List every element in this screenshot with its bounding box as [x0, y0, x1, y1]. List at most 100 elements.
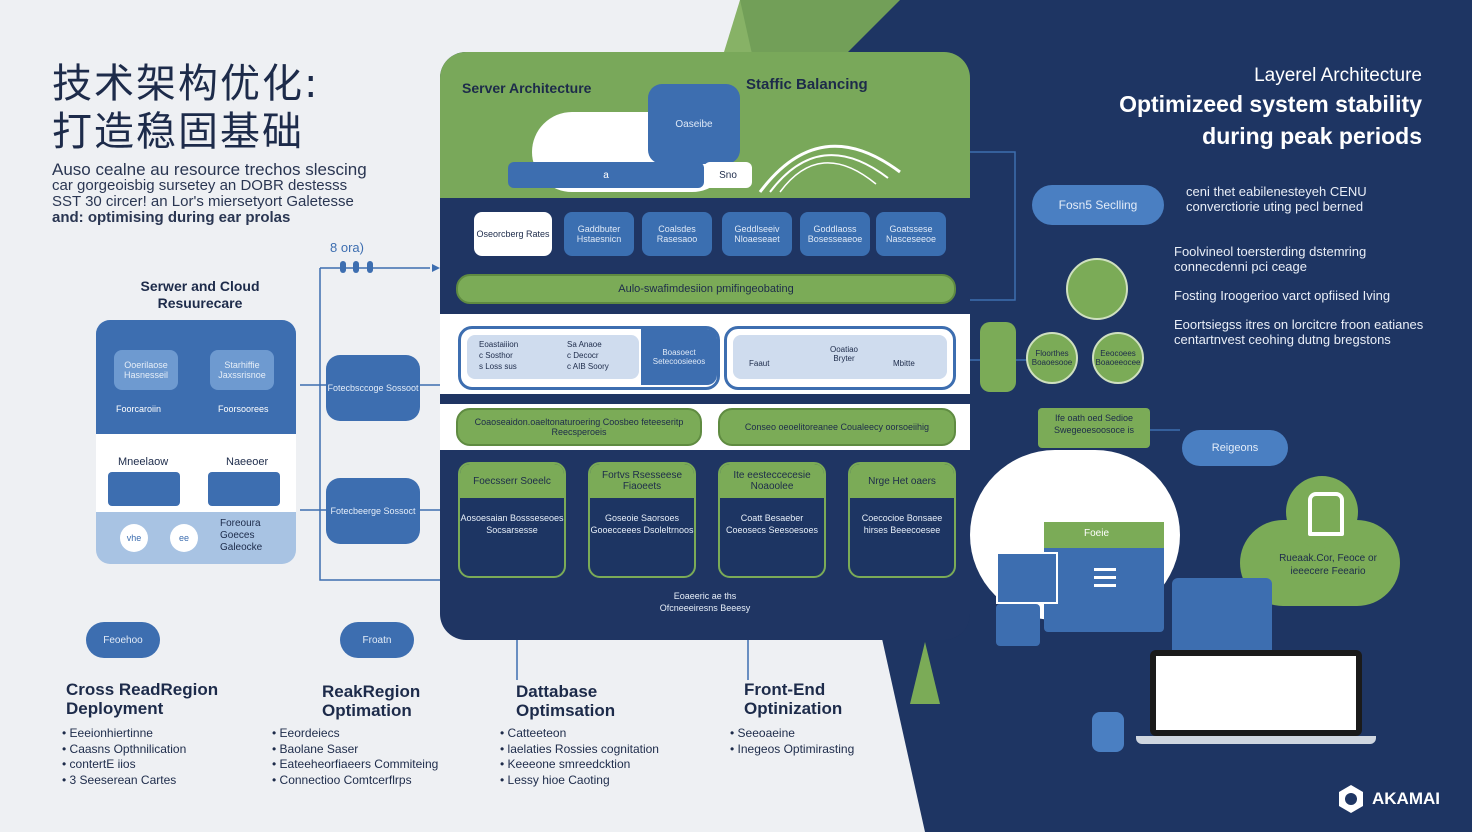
right-heading-line-1: Layerel Architecture — [1254, 65, 1422, 86]
server-rack-icon — [208, 472, 280, 506]
column-1-heading: Cross ReadRegion Deployment — [66, 680, 219, 718]
column-2-list: Eeordeiecs Baolane Saser Eateeheorfiaeer… — [272, 726, 482, 788]
list-item: Baolane Saser — [272, 742, 482, 758]
side-text: Foreoura Goeces Galeocke — [220, 518, 263, 553]
subtitle-line-2: car gorgeoisbig sursetey an DOBR destess… — [52, 177, 348, 194]
database-1: Foecsserr Soeelc Aosoesaian Bossseseoes … — [458, 462, 566, 578]
brand-name: AKAMAI — [1372, 789, 1440, 808]
module-1[interactable]: Oseorcberg Rates — [474, 212, 552, 256]
right-bullets: Foolvineol toersterding dstemring connec… — [1174, 244, 1434, 347]
region-button[interactable]: Reigeons — [1182, 430, 1288, 466]
cloud-label: Oaseibe — [648, 84, 740, 164]
green-pill-2: Conseo oeoelitoreanee Coualeecy oorsoeii… — [718, 408, 956, 446]
server-rack-icon — [108, 472, 180, 506]
bar-right: Sno — [704, 162, 752, 188]
database-icon — [1092, 712, 1124, 752]
module-2[interactable]: Gaddbuter Hstaesnicn — [564, 212, 634, 256]
green-pill-1: Coaoseaidon.oaeltonaturoering Coosbeo fe… — [456, 408, 702, 446]
bottom-text-1: Eoaeeric ae ths — [673, 591, 737, 601]
server-panel-icon — [996, 552, 1058, 604]
box-1-left: Eoastaiiion c Sosthor s Loss sus — [479, 339, 518, 372]
list-item: 3 Seeserean Cartes — [62, 773, 262, 789]
right-description: ceni thet eabilenesteyeh CENU converctio… — [1186, 184, 1367, 214]
database-3-body: Coatt Besaeber Coeosecs Seesoesoes — [725, 513, 819, 535]
subtitle-line-1: Auso cealne au resource trechos slescing — [52, 160, 367, 179]
list-item: Fosting Iroogerioo varct opfiised Iving — [1174, 288, 1391, 303]
list-item: Eateeheorfiaeers Commiteing — [272, 757, 482, 773]
box-label: Ife oath oed Sedioe Swegeoesoosoce is — [1038, 408, 1150, 448]
column-4-heading: Front-End Optinization — [744, 680, 843, 718]
column-2-heading: ReakRegion Optimation — [322, 682, 421, 720]
right-heading-line-2: Optimizeed system stability — [1119, 91, 1422, 117]
device-icon — [996, 604, 1040, 646]
box-1-right: Sa Anaoe c Decocr c AIB Soory — [567, 339, 609, 372]
app-window: Foeie — [1044, 522, 1164, 632]
database-1-head: Foecsserr Soeelc — [460, 464, 564, 498]
inner-box-1: Ooerilaose Hasnesseil — [114, 350, 178, 390]
database-4-body: Coecocioe Bonsaee hirses Beeecoesee — [861, 513, 943, 535]
cone-icon — [910, 642, 940, 704]
cloud-1: Feoehoo — [86, 622, 160, 658]
lock-label: Rueaak.Cor, Feoce or ieeecere Feeario — [1279, 553, 1377, 577]
module-4[interactable]: Geddlseeiv Nloaeseaet — [722, 212, 792, 256]
database-2-body: Goseoie Saorsoes Gooecceees Dsoleltrnoos — [590, 513, 694, 535]
module-3[interactable]: Coalsdes Rasesaoo — [642, 212, 712, 256]
inner-box-2: Starhiffie Jaxssrisnoe — [210, 350, 274, 390]
left-diagram-heading: Serwer and Cloud Resuurecare — [140, 278, 260, 311]
database-4: Nrge Het oaers Coecocioe Bonsaee hirses … — [848, 462, 956, 578]
box-1: Eoastaiiion c Sosthor s Loss sus Sa Anao… — [458, 326, 720, 390]
subtitle-line-3: SST 30 circer! an Lor's miersetyort Gale… — [52, 193, 354, 210]
page-title: 技术架构优化: 打造稳固基础 — [52, 60, 319, 156]
list-item: Inegeos Optimirasting — [730, 742, 910, 758]
box-2-mid: Ooatiao Bryter — [829, 345, 859, 363]
window-tab[interactable]: Foeie — [1084, 528, 1110, 539]
monitor-icon — [1172, 578, 1272, 658]
panel-header-right: Staffic Balancing — [746, 76, 868, 93]
column-3-list: Catteeteon laelaties Rossies cognitation… — [500, 726, 710, 788]
architecture-panel: Server Architecture Staffic Balancing Oa… — [440, 52, 970, 640]
side-box-2[interactable]: Fotecbeerge Sossoct — [326, 478, 420, 544]
box-1-side: Boasoect Setecoosieeos — [641, 329, 717, 385]
circle-1: vhe — [120, 524, 148, 552]
database-3-head: Ite eesteccecesie Noaoolee — [720, 464, 824, 498]
brand-logo: AKAMAI — [1338, 784, 1440, 814]
bar-left: a — [508, 162, 704, 188]
list-item: Keeeone smreedcktion — [500, 757, 710, 773]
traffic-arc-icon — [758, 144, 901, 193]
database-4-head: Nrge Het oaers — [850, 464, 954, 498]
akamai-icon — [1339, 785, 1363, 813]
cloud-2: Froatn — [340, 622, 414, 658]
right-heading-line-3: during peak periods — [1202, 123, 1422, 149]
list-item: contertE iios — [62, 757, 262, 773]
database-2: Fortvs Rsesseese Fiaoeets Goseoie Saorso… — [588, 462, 696, 578]
list-item: Foolvineol toersterding dstemring connec… — [1174, 244, 1367, 274]
mid-label-2: Naeeoer — [226, 456, 269, 468]
box-1-line: c Decocr — [567, 351, 599, 360]
laptop-base — [1136, 736, 1376, 744]
column-4-list: Seeoaeine Inegeos Optimirasting — [730, 726, 910, 757]
node-2: Eeocoees Boaoeeocee — [1092, 332, 1144, 384]
database-2-head: Fortvs Rsesseese Fiaoeets — [590, 464, 694, 498]
module-6[interactable]: Goatssese Nasceseeoe — [876, 212, 946, 256]
list-item: laelaties Rossies cognitation — [500, 742, 710, 758]
box-1-line: c Sosthor — [479, 351, 513, 360]
box-1-line: Eoastaiiion — [479, 340, 519, 349]
panel-header-left: Server Architecture — [462, 80, 592, 96]
dots-icon — [340, 260, 376, 274]
box-2-left: Faaut — [749, 359, 770, 368]
list-item: Seeoaeine — [730, 726, 910, 742]
lock-icon — [1286, 476, 1358, 548]
database-1-body: Aosoesaian Bossseseoes Socsarsesse — [460, 513, 564, 535]
small-label: 8 ora) — [330, 240, 364, 255]
server-cloud-card: Ooerilaose Hasnesseil Starhiffie Jaxssri… — [96, 320, 296, 564]
list-item: Lessy hioe Caoting — [500, 773, 710, 789]
scaling-button[interactable]: Fosn5 Seclling — [1032, 185, 1164, 225]
side-box-1[interactable]: Fotecbsccoge Sossoot — [326, 355, 420, 421]
node-1: Floorthes Boaoesooe — [1026, 332, 1078, 384]
module-5[interactable]: Goddlaoss Bosesseaeoe — [800, 212, 870, 256]
auto-optimization-bar: Aulo-swafimdesiion pmifingeobating — [456, 274, 956, 304]
column-3-heading: Dattabase Optimsation — [516, 682, 616, 720]
title-line-1: 技术架构优化: — [52, 61, 320, 107]
box-2-right: Mbitte — [893, 359, 915, 368]
list-item: Catteeteon — [500, 726, 710, 742]
